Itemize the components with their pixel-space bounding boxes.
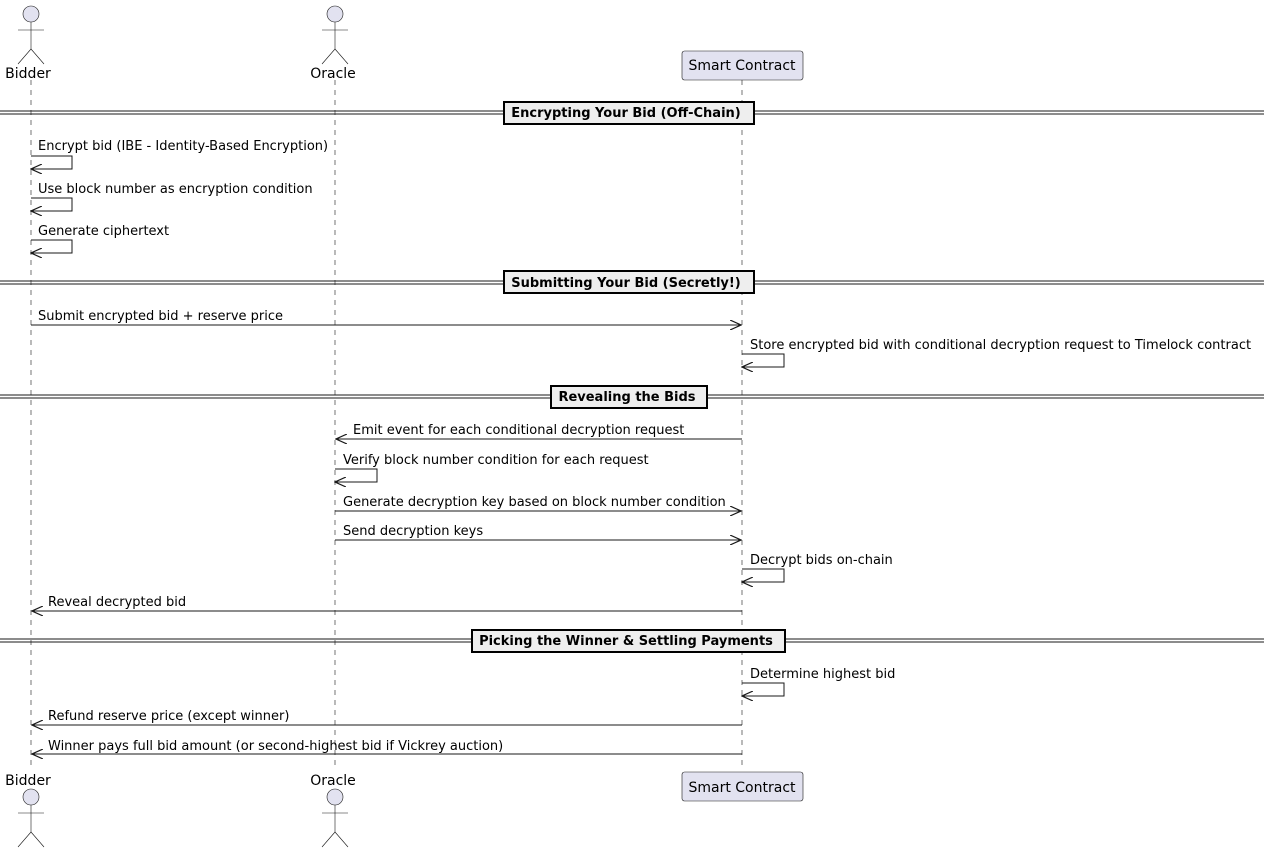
message-arrow: Submit encrypted bid + reserve price [31,309,741,325]
message-label: Generate ciphertext [38,224,169,239]
section-title: Revealing the Bids [558,390,695,405]
participant-contract-bottom: Smart Contract [681,771,804,802]
participant-box [681,50,804,81]
actor-figure-icon [17,5,45,65]
section-title: Encrypting Your Bid (Off-Chain) [511,106,740,121]
message-self: Decrypt bids on-chain [742,553,893,582]
actor-oracle-bottom: Oracle [310,773,356,848]
participant-label-bidder: Bidder [5,773,51,789]
actor-bidder-top: Bidder [5,5,51,82]
message-label: Generate decryption key based on block n… [343,495,726,510]
section-title: Submitting Your Bid (Secretly!) [511,276,741,291]
message-label: Store encrypted bid with conditional dec… [750,338,1251,353]
actor-figure-icon [321,5,349,65]
message-arrow: Emit event for each conditional decrypti… [336,423,742,439]
message-arrow: Refund reserve price (except winner) [32,709,742,725]
message-self: Verify block number condition for each r… [335,453,649,482]
participant-box [681,771,804,802]
message-label: Use block number as encryption condition [38,182,313,197]
message-label: Winner pays full bid amount (or second-h… [48,739,503,754]
section-label-box [550,385,708,409]
participant-label-bidder: Bidder [5,66,51,82]
actor-oracle-top: Oracle [310,5,356,82]
message-label: Determine highest bid [750,667,895,682]
message-arrow: Reveal decrypted bid [32,595,742,611]
message-label: Decrypt bids on-chain [750,553,893,568]
message-self: Determine highest bid [742,667,895,696]
section-label-box [503,101,755,125]
participant-label-contract: Smart Contract [688,58,796,74]
message-label: Send decryption keys [343,524,483,539]
message-label: Verify block number condition for each r… [343,453,649,468]
participant-label-oracle: Oracle [310,773,356,789]
message-arrow: Generate decryption key based on block n… [335,495,741,511]
message-label: Encrypt bid (IBE - Identity-Based Encryp… [38,139,328,154]
section-divider: Encrypting Your Bid (Off-Chain) [0,101,1264,125]
message-arrow: Winner pays full bid amount (or second-h… [32,739,742,754]
message-arrow: Send decryption keys [335,524,741,540]
participant-label-contract: Smart Contract [688,780,796,796]
actor-figure-icon [17,788,45,848]
message-label: Submit encrypted bid + reserve price [38,309,283,324]
section-divider: Revealing the Bids [0,385,1264,409]
message-label: Reveal decrypted bid [48,595,186,610]
section-title: Picking the Winner & Settling Payments [479,634,773,649]
message-self: Generate ciphertext [31,224,169,253]
message-label: Refund reserve price (except winner) [48,709,289,724]
section-label-box [471,629,786,653]
actor-figure-icon [321,788,349,848]
participant-contract-top: Smart Contract [681,50,804,81]
section-divider: Picking the Winner & Settling Payments [0,629,1264,653]
message-self: Encrypt bid (IBE - Identity-Based Encryp… [31,139,328,169]
section-label-box [503,270,755,294]
message-self: Store encrypted bid with conditional dec… [742,338,1251,367]
message-label: Emit event for each conditional decrypti… [353,423,684,438]
participant-label-oracle: Oracle [310,66,356,82]
message-self: Use block number as encryption condition [31,182,313,211]
actor-bidder-bottom: Bidder [5,773,51,848]
section-divider: Submitting Your Bid (Secretly!) [0,270,1264,294]
